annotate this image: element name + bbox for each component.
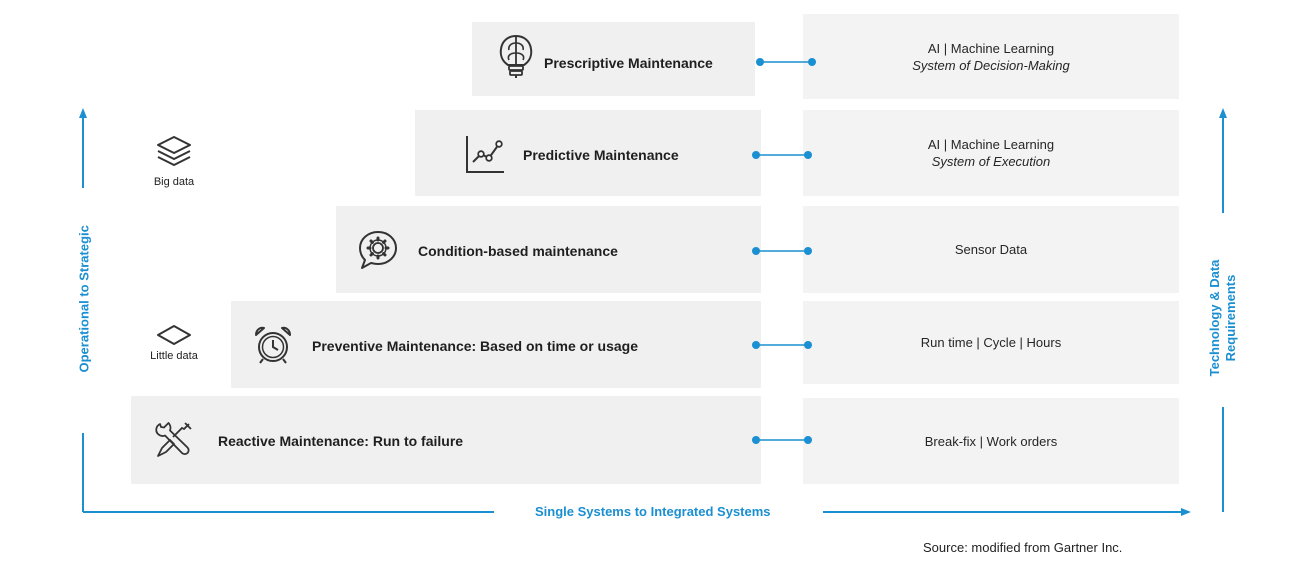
- tech-box-predictive: AI | Machine Learning System of Executio…: [803, 110, 1179, 196]
- source-caption: Source: modified from Gartner Inc.: [923, 540, 1123, 555]
- axis-label-bottom: Single Systems to Integrated Systems: [535, 504, 771, 519]
- little-data-label: Little data: [150, 350, 198, 362]
- alarm-clock-icon: [251, 323, 295, 367]
- level-label-condition: Condition-based maintenance: [418, 243, 618, 259]
- tech-sub-predictive: System of Execution: [931, 154, 1051, 169]
- tech-box-condition: Sensor Data: [803, 206, 1179, 293]
- level-label-prescriptive: Prescriptive Maintenance: [544, 55, 713, 71]
- level-box-prescriptive: Prescriptive Maintenance: [472, 22, 755, 96]
- tech-main-preventive: Run time | Cycle | Hours: [920, 335, 1062, 350]
- gear-chat-icon: [356, 228, 400, 272]
- axis-label-right-line2: Requirements: [1223, 274, 1238, 362]
- level-box-reactive: Reactive Maintenance: Run to failure: [131, 396, 761, 484]
- level-box-preventive: Preventive Maintenance: Based on time or…: [231, 301, 761, 388]
- level-label-reactive: Reactive Maintenance: Run to failure: [218, 433, 464, 449]
- big-data-label: Big data: [153, 176, 195, 188]
- axis-label-right: Technology & Data Requirements: [1207, 258, 1239, 378]
- little-data-indicator: Little data: [145, 324, 203, 362]
- single-layer-icon: [157, 325, 191, 345]
- tech-main-reactive: Break-fix | Work orders: [924, 433, 1058, 449]
- tech-main-condition: Sensor Data: [954, 242, 1028, 257]
- level-label-predictive: Predictive Maintenance: [523, 147, 679, 163]
- level-label-preventive: Preventive Maintenance: Based on time or…: [312, 338, 638, 354]
- level-box-condition: Condition-based maintenance: [336, 206, 761, 293]
- big-data-indicator: Big data: [150, 135, 198, 188]
- tech-main-predictive: AI | Machine Learning: [927, 137, 1055, 152]
- axis-label-left: Operational to Strategic: [76, 225, 92, 373]
- tech-box-preventive: Run time | Cycle | Hours: [803, 301, 1179, 384]
- tech-sub-prescriptive: System of Decision-Making: [912, 57, 1070, 73]
- tools-icon: [151, 419, 195, 463]
- tech-box-prescriptive: AI | Machine Learning System of Decision…: [803, 14, 1179, 99]
- line-chart-icon: [463, 134, 507, 174]
- tech-main-prescriptive: AI | Machine Learning: [927, 40, 1055, 56]
- level-box-predictive: Predictive Maintenance: [415, 110, 761, 196]
- brain-bulb-icon: [496, 32, 536, 80]
- layers-icon: [157, 136, 191, 166]
- tech-box-reactive: Break-fix | Work orders: [803, 398, 1179, 484]
- axis-label-right-line1: Technology & Data: [1207, 259, 1222, 377]
